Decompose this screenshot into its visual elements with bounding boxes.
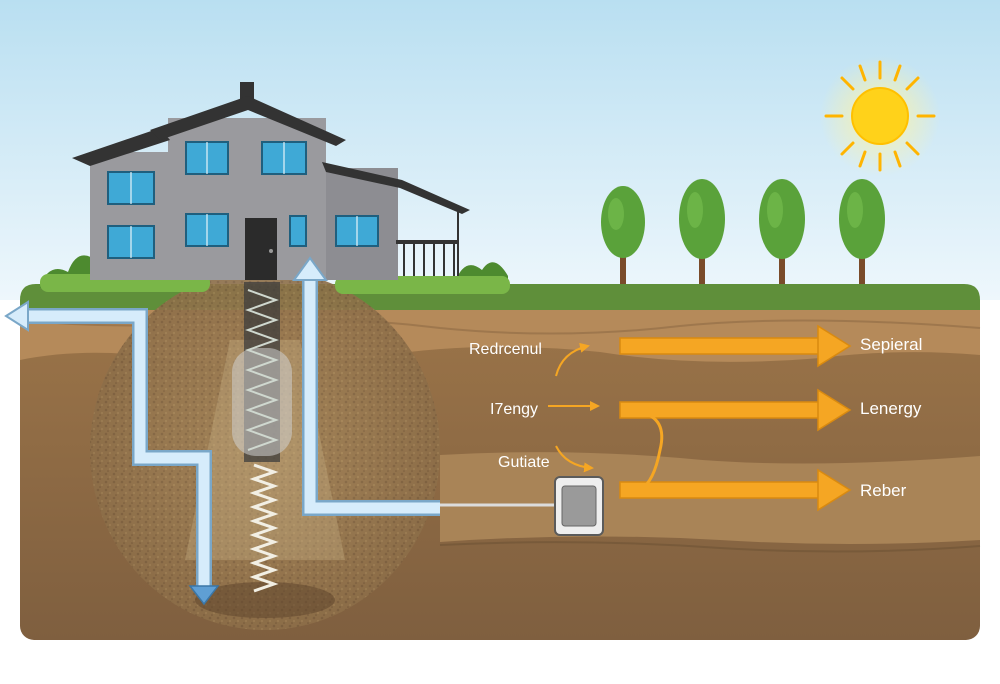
arrow-icon bbox=[555, 342, 590, 377]
house-icon bbox=[72, 82, 470, 280]
label-right-1: Sepieral bbox=[860, 335, 922, 354]
heat-pump-icon bbox=[554, 476, 604, 536]
tree-icon bbox=[759, 179, 805, 285]
arrow-icon bbox=[619, 468, 852, 512]
label-left-1: Redrcenul bbox=[469, 341, 542, 358]
arrow-connector bbox=[639, 410, 664, 492]
arrow-icon bbox=[619, 388, 852, 432]
ground-loop-coil bbox=[232, 282, 292, 593]
sun-icon bbox=[820, 56, 940, 176]
return-pipe bbox=[292, 256, 440, 516]
label-right-2: Lenergy bbox=[860, 399, 922, 418]
arrow-icon bbox=[555, 445, 594, 473]
label-right-3: Reber bbox=[860, 481, 907, 500]
tree-icon bbox=[679, 179, 725, 285]
supply-pipe bbox=[4, 300, 220, 606]
tree-icon bbox=[839, 179, 885, 285]
label-left-2: I7engy bbox=[490, 401, 538, 418]
label-left-3: Gutiate bbox=[498, 454, 550, 471]
arrow-icon bbox=[619, 324, 852, 368]
tree-icon bbox=[601, 186, 645, 285]
